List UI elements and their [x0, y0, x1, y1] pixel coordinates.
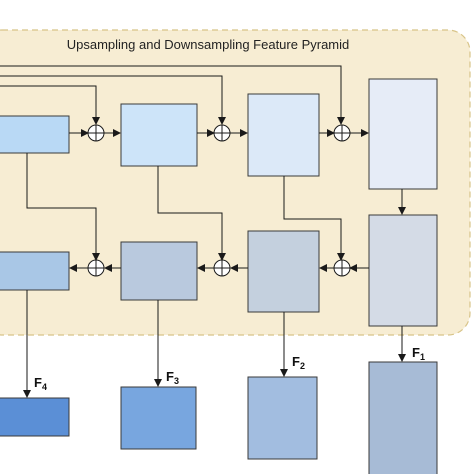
sum-node-bottom-3: [333, 259, 351, 277]
bottom-block-4: [368, 214, 438, 327]
pyramid-panel: [0, 29, 471, 336]
skip-line-2: [0, 75, 226, 125]
cross-top2-sumb2: [157, 166, 226, 261]
output-label-f3: F3: [166, 369, 179, 386]
top-block-2: [120, 103, 198, 167]
output-block-f2: [247, 376, 318, 460]
output-block-f3: [120, 386, 197, 450]
sum-node-bottom-2: [213, 259, 231, 277]
output-block-f4: [0, 397, 70, 437]
sum-node-top-2: [213, 124, 231, 142]
top-block-1: [0, 115, 70, 154]
top-block-3: [247, 93, 320, 177]
cross-top3-sumb3: [283, 176, 345, 261]
top-block-4: [368, 78, 438, 190]
sum-node-top-1: [87, 124, 105, 142]
output-label-f2: F2: [292, 354, 305, 371]
output-block-f1: [368, 361, 438, 474]
sum-node-top-3: [333, 124, 351, 142]
output-label-f1: F1: [412, 345, 425, 362]
sum-node-bottom-1: [87, 259, 105, 277]
panel-title: Upsampling and Downsampling Feature Pyra…: [67, 37, 350, 52]
bottom-block-2: [120, 241, 198, 301]
skip-line-3: [0, 85, 100, 125]
bottom-block-3: [247, 230, 320, 313]
bottom-block-1: [0, 251, 70, 291]
skip-line-1: [0, 65, 345, 125]
output-label-f4: F4: [34, 375, 47, 392]
cross-top1-sumb1: [26, 153, 100, 261]
